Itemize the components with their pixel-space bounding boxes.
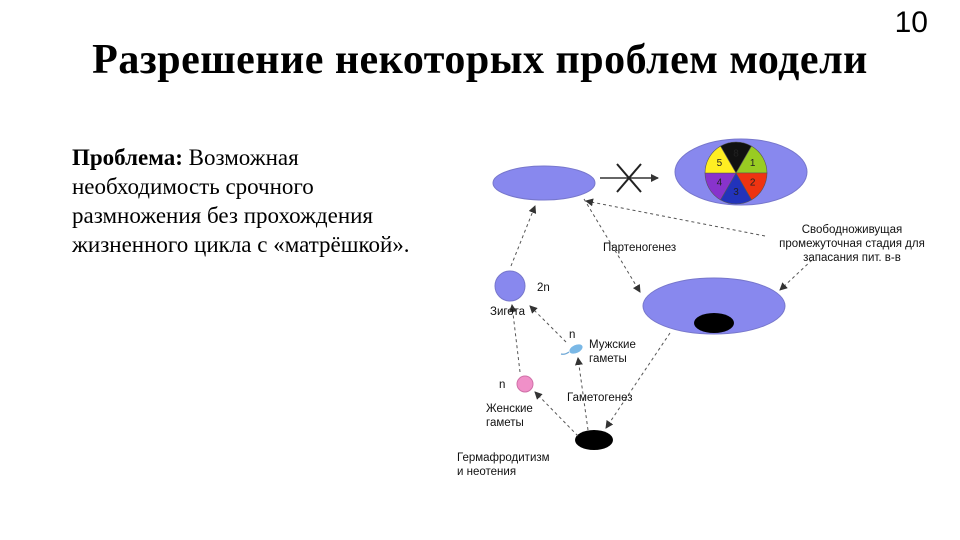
problem-label: Проблема:	[72, 145, 183, 170]
free-living-stage-spot	[694, 313, 734, 333]
pie-segment-label: 8	[733, 148, 739, 159]
pie-segment-label: 1	[750, 158, 756, 169]
arrow-male-to-zygote	[529, 305, 567, 343]
label-zygote: Зигота	[490, 306, 526, 318]
label-free-living-1: Свободноживущая	[802, 224, 903, 236]
label-gametogenesis: Гаметогенез	[567, 392, 633, 404]
pie-segment-label: 3	[733, 187, 739, 198]
female-gamete	[516, 375, 534, 393]
problem-statement: Проблема: Возможная необходимость срочно…	[72, 143, 412, 259]
label-free-living-2: промежуточная стадия для	[779, 238, 925, 250]
arrow-free-living-to-hermaphrodite	[605, 332, 671, 429]
arrow-free-living-to-organism	[585, 198, 766, 237]
label-zygote-ploidy: 2n	[537, 282, 550, 294]
label-male-2: гаметы	[589, 353, 627, 365]
label-female-1: Женские	[486, 403, 533, 415]
label-female-ploidy: n	[499, 379, 505, 391]
label-male-ploidy: n	[569, 329, 575, 341]
arrow-hermaphrodite-to-male	[575, 357, 589, 431]
label-parthenogenesis: Партеногенез	[603, 242, 676, 254]
arrow-hermaphrodite-to-female	[534, 391, 579, 437]
slide-number: 10	[894, 6, 928, 39]
parthenogenetic-organism	[492, 165, 596, 201]
arrow-parthenogenesis	[583, 198, 641, 293]
hermaphrodite-stage	[575, 430, 613, 450]
cross-mark	[616, 163, 642, 193]
label-free-living-3: запасания пит. в-в	[803, 252, 901, 264]
label-male-1: Мужские	[589, 339, 636, 351]
label-hermaphro-1: Гермафродитизм	[457, 452, 550, 464]
label-hermaphro-2: и неотения	[457, 466, 516, 478]
problem-text: Возможная необходимость срочного размнож…	[72, 145, 410, 257]
label-female-2: гаметы	[486, 417, 524, 429]
arrow-to-free-living	[779, 259, 813, 291]
slide-title: Разрешение некоторых проблем модели	[92, 37, 868, 83]
pie-segment-label: 5	[717, 158, 723, 169]
pie-segment-label: 2	[750, 177, 756, 188]
male-gamete	[569, 344, 583, 354]
embryo-segments-pie: 81 234 5	[704, 141, 768, 205]
zygote-cell	[494, 270, 526, 302]
arrow-female-to-zygote	[508, 304, 521, 373]
male-gamete-tail	[560, 351, 570, 355]
pie-segment	[704, 145, 737, 174]
pie-segment-label: 4	[717, 177, 723, 188]
arrow-zygote-to-organism	[510, 205, 537, 267]
free-living-stage	[642, 277, 786, 335]
